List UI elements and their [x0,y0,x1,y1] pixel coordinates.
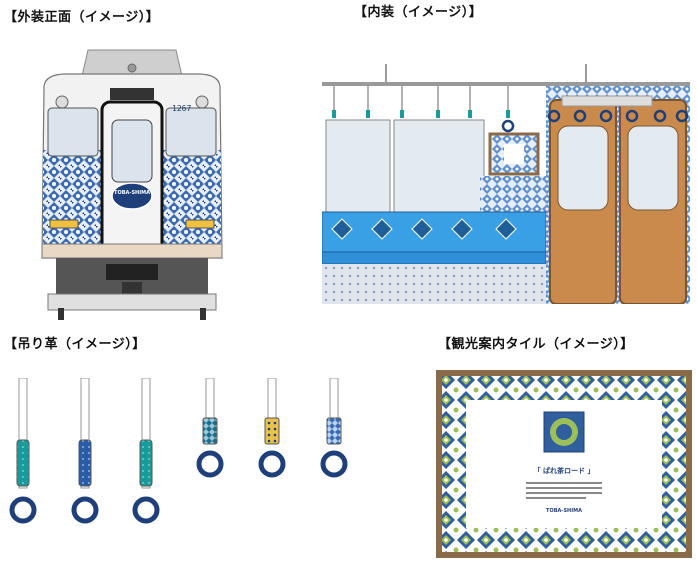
train-front-image: 1267 TOBA-SHIMA [36,46,228,320]
label-straps: 【吊り革（イメージ）】 [4,337,146,352]
tile-heading: 「 ぱれ茶ロード 」 [533,467,595,475]
tile-panel-image: 「 ぱれ茶ロード 」 TOBA-SHIMA [436,370,692,558]
label-exterior: 【外装正面（イメージ）】 [4,10,160,25]
straps-image [8,378,358,528]
label-interior: 【内装（イメージ）】 [354,5,483,20]
headmark-text: TOBA-SHIMA [114,190,150,196]
tile-footer: TOBA-SHIMA [546,508,582,514]
interior-image [322,64,690,304]
car-number: 1267 [172,104,192,113]
label-tile: 【観光案内タイル（イメージ）】 [438,337,634,352]
